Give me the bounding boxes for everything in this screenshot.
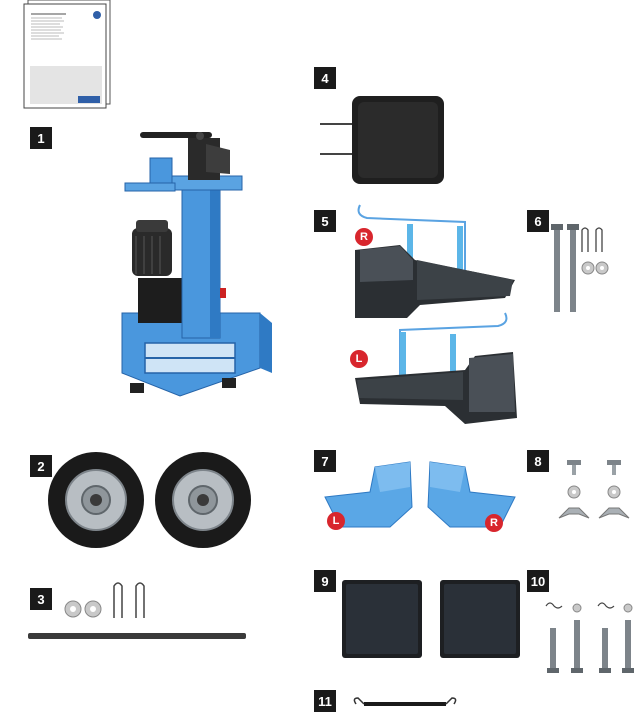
part-number-badge-2: 2 — [30, 455, 52, 477]
wing-screws — [558, 460, 630, 519]
side-table-left — [355, 312, 517, 424]
part-number-badge-4: 4 — [314, 67, 336, 89]
manual-booklet — [23, 0, 111, 109]
right-side-tag: R — [355, 228, 373, 246]
long-bolts — [545, 602, 634, 673]
left-side-tag: L — [350, 350, 368, 368]
part-number-badge-7: 7 — [314, 450, 336, 472]
part-number-badge-6: 6 — [527, 210, 549, 232]
part-number-badge-9: 9 — [314, 570, 336, 592]
log-holders — [324, 461, 516, 528]
rubber-strap — [353, 697, 457, 706]
right-holder-tag: R — [485, 514, 503, 532]
part-number-badge-11: 11 — [314, 690, 336, 712]
part-number-badge-3: 3 — [30, 588, 52, 610]
side-table-right — [355, 204, 515, 318]
left-holder-tag: L — [327, 512, 345, 530]
part-number-badge-8: 8 — [527, 450, 549, 472]
part-number-badge-1: 1 — [30, 127, 52, 149]
log-splitter-machine — [121, 132, 272, 397]
bolts-and-pins — [551, 224, 609, 312]
axle-set — [28, 582, 246, 639]
rubber-mats — [342, 580, 520, 658]
part-number-badge-10: 10 — [527, 570, 549, 592]
wheels — [48, 452, 251, 548]
part-number-badge-5: 5 — [314, 210, 336, 232]
wedge-pad — [320, 96, 444, 184]
